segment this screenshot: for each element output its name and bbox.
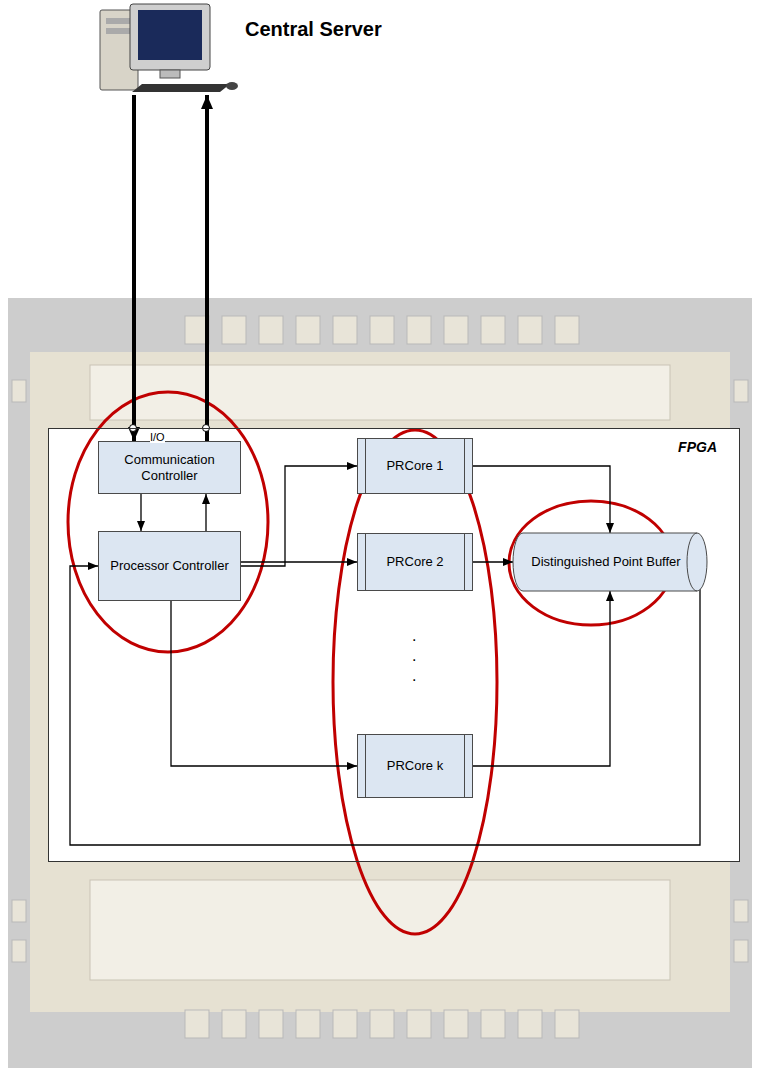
data-arrow (70, 562, 707, 845)
fpga-frame: FPGA Communication ControllerProcessor Co… (48, 428, 740, 862)
controller-box: Communication Controller (98, 441, 241, 494)
ellipsis-dot: . (412, 628, 416, 644)
cylinder-end (687, 533, 697, 591)
data-arrow (241, 466, 357, 566)
box-label: Distinguished Point Buffer (531, 554, 680, 570)
core-rail (365, 439, 366, 493)
data-arrow (241, 561, 357, 562)
server-title: Central Server (245, 18, 382, 41)
server-node: Central Server (95, 0, 425, 95)
chip-package (8, 298, 752, 1068)
core-rail (365, 534, 366, 590)
data-arrow (473, 591, 610, 766)
highlight-ellipse (333, 430, 497, 934)
io-label: I/O (150, 432, 165, 443)
box-label: Processor Controller (110, 558, 229, 574)
die-band (90, 880, 670, 980)
computer-icon (100, 4, 238, 92)
io-link (132, 95, 136, 441)
data-arrow (171, 601, 357, 766)
data-arrow (473, 466, 610, 533)
core-box: PRCore 1 (357, 438, 473, 494)
core-rail (464, 534, 465, 590)
chip-pins (12, 316, 748, 1038)
core-rail (464, 439, 465, 493)
box-label: PRCore 2 (386, 554, 443, 570)
box-label: PRCore k (387, 758, 443, 774)
core-rail (464, 735, 465, 797)
data-arrow (205, 494, 206, 531)
highlight-ellipse (68, 392, 268, 652)
controller-box: Processor Controller (98, 531, 241, 601)
data-arrow (473, 561, 513, 562)
io-link (205, 95, 209, 441)
core-box: PRCore k (357, 734, 473, 798)
box-label: Communication Controller (107, 452, 232, 483)
frame-title: FPGA (678, 439, 717, 455)
cylinder-body (513, 533, 707, 591)
ellipsis-dot: . (412, 648, 416, 664)
core-box: PRCore 2 (357, 533, 473, 591)
data-arrow (140, 494, 141, 531)
core-rail (365, 735, 366, 797)
ellipsis-dot: . (412, 668, 416, 684)
fpga-fill (48, 428, 740, 862)
buffer-cylinder: Distinguished Point Buffer (513, 533, 707, 591)
box-label: PRCore 1 (386, 458, 443, 474)
